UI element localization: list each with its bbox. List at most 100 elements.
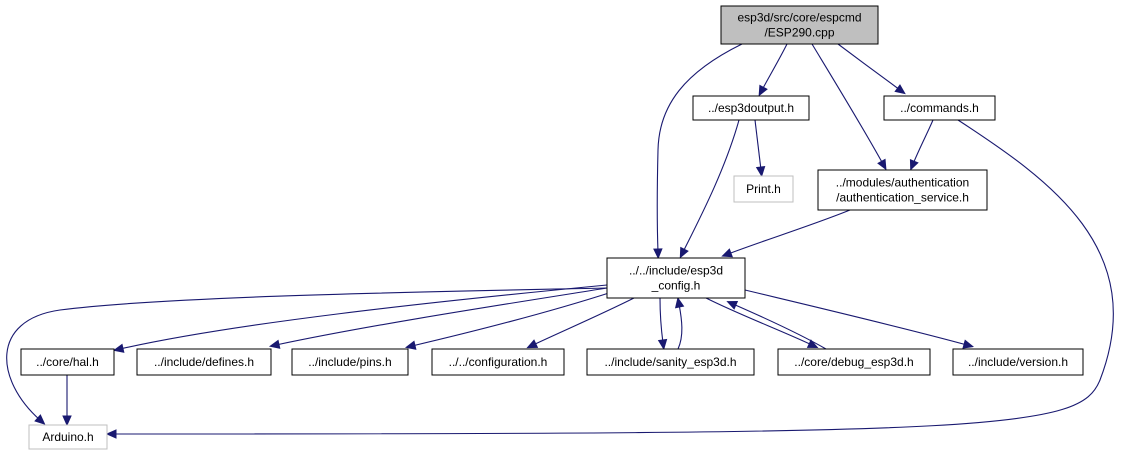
node-version[interactable]: ../include/version.h xyxy=(952,348,1084,376)
node-label: Arduino.h xyxy=(42,430,93,444)
arrowhead xyxy=(679,246,689,259)
edge-config-to-hal xyxy=(112,284,608,353)
edge-root-to-auth xyxy=(811,43,887,171)
edge-auth-to-config xyxy=(721,209,851,258)
edge-line xyxy=(837,43,901,91)
arrowhead xyxy=(758,84,768,97)
node-box xyxy=(586,348,755,376)
edge-hal-to-arduino xyxy=(62,375,72,427)
node-box xyxy=(733,175,794,203)
node-label: ../include/pins.h xyxy=(308,355,391,369)
edge-esp3doutput-to-config xyxy=(679,119,740,259)
node-label: ../modules/authentication xyxy=(836,176,969,190)
arrowhead xyxy=(909,158,919,171)
edge-line xyxy=(727,209,851,255)
node-defines[interactable]: ../include/defines.h xyxy=(136,348,272,376)
node-configuration[interactable]: ../../configuration.h xyxy=(431,348,565,376)
edge-debug-to-config xyxy=(726,301,827,350)
arrowhead xyxy=(877,158,887,171)
node-print: Print.h xyxy=(733,175,794,203)
edge-line xyxy=(912,119,934,165)
node-esp3doutput[interactable]: ../esp3doutput.h xyxy=(692,95,810,121)
arrowhead xyxy=(674,296,685,309)
edge-line xyxy=(811,43,884,165)
edge-line xyxy=(761,43,788,91)
node-box xyxy=(692,95,810,121)
edge-line xyxy=(6,287,608,421)
node-pins[interactable]: ../include/pins.h xyxy=(291,348,409,376)
node-hal[interactable]: ../core/hal.h xyxy=(20,348,115,376)
node-label: ../esp3doutput.h xyxy=(708,101,794,115)
arrowhead xyxy=(105,429,117,439)
node-box xyxy=(28,424,108,450)
node-label: _config.h xyxy=(651,279,701,293)
edge-line xyxy=(656,43,743,253)
arrowhead xyxy=(806,339,819,349)
edge-config-to-defines xyxy=(268,287,608,349)
arrowhead xyxy=(404,340,417,350)
node-box xyxy=(20,348,115,376)
edge-line xyxy=(705,297,813,346)
arrowhead xyxy=(34,414,46,425)
edge-line xyxy=(677,303,683,350)
node-box xyxy=(431,348,565,376)
edge-line xyxy=(275,287,608,346)
node-box xyxy=(777,348,931,376)
node-label: ../include/defines.h xyxy=(154,355,254,369)
node-arduino: Arduino.h xyxy=(28,424,108,450)
edge-line xyxy=(659,297,664,344)
edge-root-to-esp3doutput xyxy=(758,43,788,97)
edge-root-to-config xyxy=(653,43,743,260)
node-label: /ESP290.cpp xyxy=(764,26,834,40)
node-debug[interactable]: ../core/debug_esp3d.h xyxy=(777,348,931,376)
nodes-layer: esp3d/src/core/espcmd/ESP290.cpp ../esp3d… xyxy=(20,5,1084,450)
node-label: ../core/hal.h xyxy=(36,355,99,369)
node-box xyxy=(952,348,1084,376)
node-label: ../core/debug_esp3d.h xyxy=(794,355,913,369)
arrowhead xyxy=(526,339,539,349)
edge-config-to-debug xyxy=(705,297,819,349)
edge-line xyxy=(119,284,608,350)
edge-root-to-commands xyxy=(837,43,906,95)
arrowhead xyxy=(894,84,906,95)
edge-line xyxy=(411,291,613,347)
node-label: ../commands.h xyxy=(900,101,979,115)
node-label: Print.h xyxy=(746,182,781,196)
arrowhead xyxy=(962,339,974,349)
arrowhead xyxy=(62,415,72,427)
node-label: ../include/sanity_esp3d.h xyxy=(604,355,736,369)
node-label: esp3d/src/core/espcmd xyxy=(737,11,861,25)
edges-layer xyxy=(6,43,1114,439)
node-box xyxy=(720,5,879,45)
edge-commands-to-arduino xyxy=(105,119,1114,439)
node-sanity[interactable]: ../include/sanity_esp3d.h xyxy=(586,348,755,376)
edge-line xyxy=(112,119,1114,435)
node-box xyxy=(291,348,409,376)
edge-line xyxy=(744,289,968,346)
edge-config-to-version xyxy=(744,289,974,349)
edge-config-to-arduino xyxy=(6,287,608,425)
arrowhead xyxy=(755,165,766,178)
node-label: ../../configuration.h xyxy=(449,355,548,369)
arrowhead xyxy=(653,248,663,260)
edge-config-to-pins xyxy=(404,291,613,350)
edge-line xyxy=(682,119,740,253)
node-box xyxy=(136,348,272,376)
node-auth[interactable]: ../modules/authentication/authentication… xyxy=(817,169,988,211)
arrowhead xyxy=(657,338,668,351)
edge-line xyxy=(754,119,762,171)
node-config[interactable]: ../../include/esp3d_config.h xyxy=(606,257,746,299)
node-commands[interactable]: ../commands.h xyxy=(883,95,996,121)
edge-config-to-sanity xyxy=(657,297,668,351)
node-label: ../include/version.h xyxy=(968,355,1068,369)
edge-esp3doutput-to-print xyxy=(754,119,766,178)
arrowhead xyxy=(721,248,733,258)
node-label: /authentication_service.h xyxy=(836,191,969,205)
edge-sanity-to-config xyxy=(674,296,685,350)
edge-config-to-configuration xyxy=(526,297,635,349)
node-root[interactable]: esp3d/src/core/espcmd/ESP290.cpp xyxy=(720,5,879,45)
node-box xyxy=(817,169,988,211)
node-box xyxy=(606,257,746,299)
node-box xyxy=(883,95,996,121)
